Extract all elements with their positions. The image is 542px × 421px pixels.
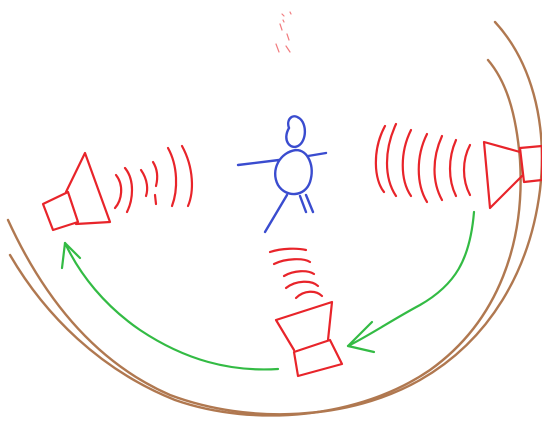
bottom-speaker-wave-4	[274, 259, 310, 264]
curved-rail	[8, 22, 542, 415]
right-speaker-cone	[484, 142, 522, 208]
right-speaker-wave-7	[376, 126, 385, 192]
rail-outer-line	[8, 22, 542, 414]
left-speaker-wave-5	[168, 148, 176, 206]
bottom-speaker-box	[294, 340, 342, 376]
left-speaker-wave-2	[125, 168, 132, 212]
person-body	[275, 150, 311, 194]
bottom-speaker	[270, 249, 342, 376]
bottom-speaker-wave-3	[284, 271, 314, 276]
bottom-speaker-wave-2	[286, 282, 318, 288]
person-head	[286, 116, 305, 147]
right-speaker-wave-2	[450, 140, 456, 196]
left-speaker-wave-3	[141, 170, 156, 204]
right-speaker-box	[520, 146, 542, 182]
left-speaker-wave-1	[115, 175, 121, 208]
right-speaker-wave-6	[387, 124, 396, 196]
left-speaker-cone	[66, 153, 110, 224]
bottom-speaker-wave-1	[296, 292, 322, 298]
left-speaker-wave-4	[153, 162, 157, 186]
arrow-right-to-bottom-head	[348, 322, 374, 352]
arrow-right-to-bottom	[348, 212, 474, 352]
bottom-speaker-wave-5	[270, 249, 306, 252]
arrow-bottom-to-left-line	[65, 243, 278, 369]
arrow-bottom-to-left	[62, 243, 278, 369]
left-speaker-wave-6	[182, 146, 192, 206]
left-speaker-box	[43, 192, 78, 230]
stick-figure	[238, 116, 326, 232]
right-speaker-wave-4	[419, 134, 427, 202]
rail-inner-line	[10, 60, 521, 415]
top-faint-marks	[276, 12, 291, 52]
left-speaker	[43, 146, 192, 230]
right-speaker-wave-1	[464, 145, 470, 195]
top-speaker-faint	[276, 12, 291, 52]
person-left-arm	[238, 160, 279, 165]
person-right-arm	[308, 153, 326, 156]
right-speaker-wave-5	[403, 130, 411, 196]
right-speaker-wave-3	[435, 136, 443, 200]
person-right-leg	[300, 195, 313, 212]
person-left-leg	[265, 195, 287, 232]
